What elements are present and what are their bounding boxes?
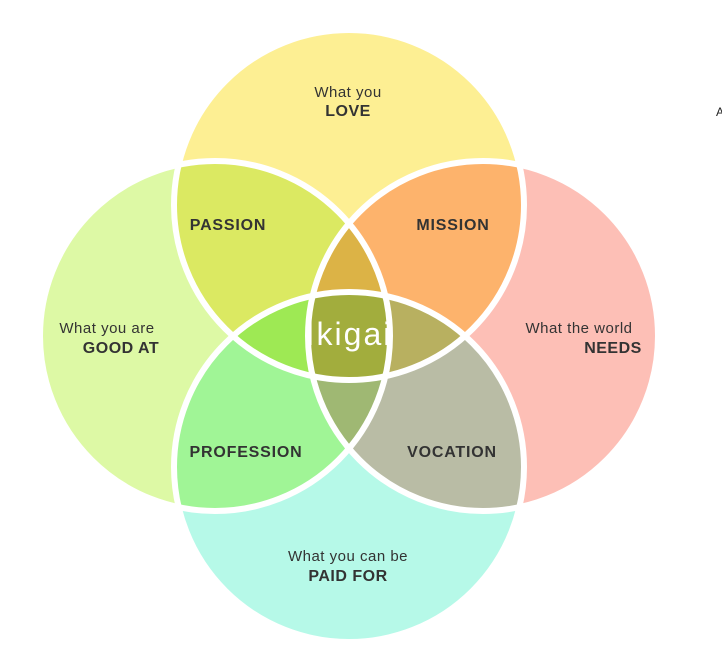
ikigai-label: Ikigai [306,316,393,352]
love-line1: What you [314,84,381,101]
mission-label: MISSION [416,217,489,234]
needs-line2: NEEDS [584,340,642,357]
circle-outlines [37,27,661,645]
passion-label: PASSION [190,217,266,234]
love-line2: LOVE [325,103,371,120]
needs-line1: What the world [525,320,632,337]
paid-for-line1: What you can be [288,548,408,565]
vocation-label: VOCATION [407,444,497,461]
paid-for-line2: PAID FOR [308,568,387,585]
good-at-line2: GOOD AT [83,340,159,357]
good-at-line1: What you are [59,320,154,337]
cut-off-edge-text: A [716,105,722,119]
profession-label: PROFESSION [190,444,303,461]
